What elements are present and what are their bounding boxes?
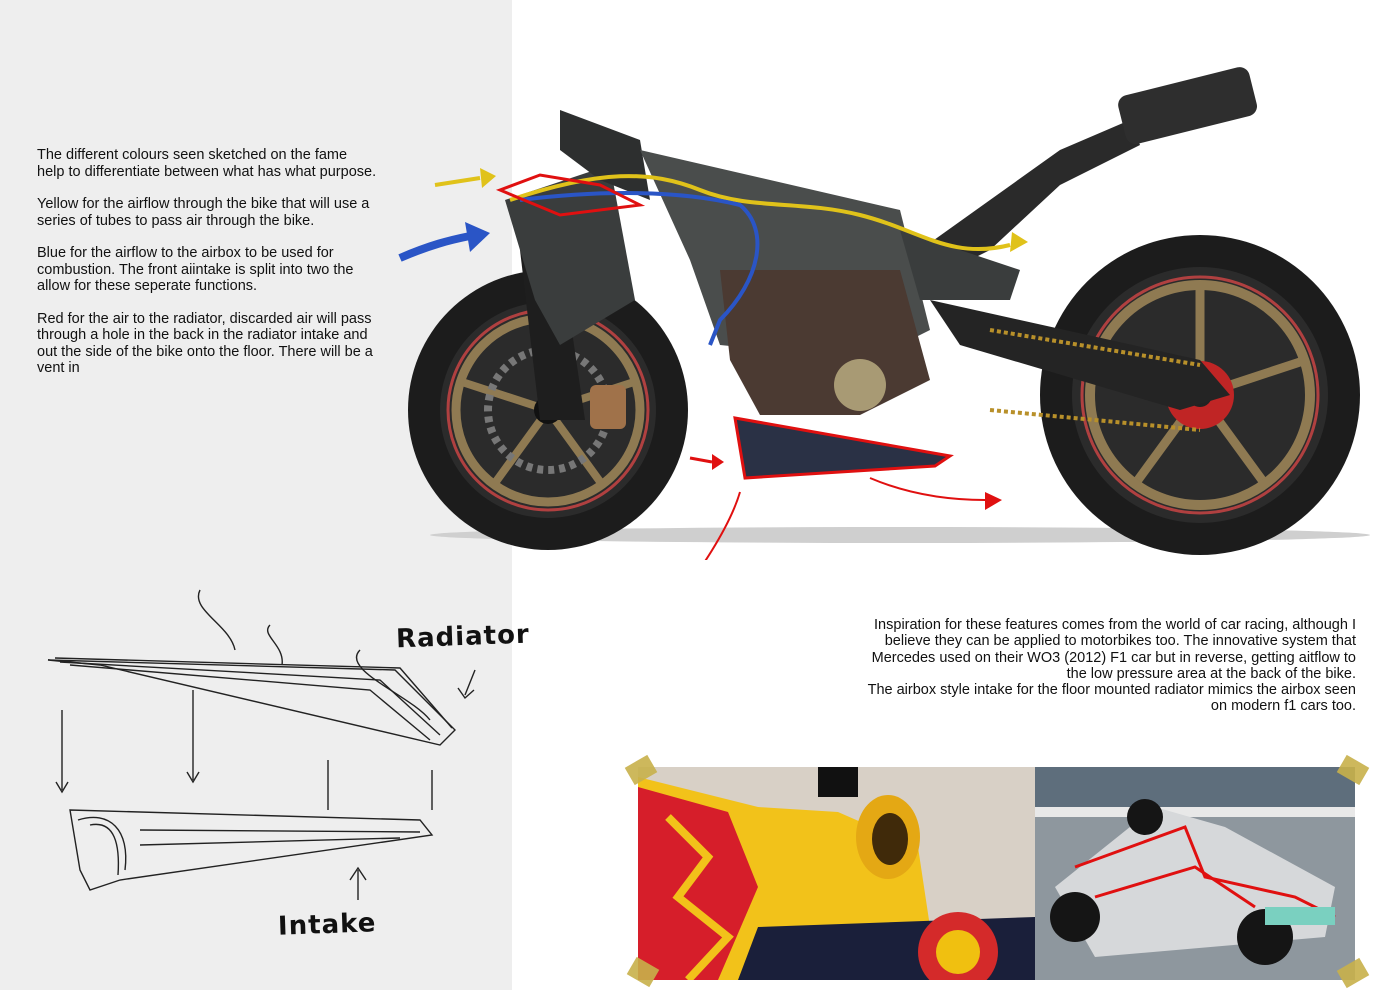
radiator-label: Radiator (395, 619, 531, 655)
inspiration-line: the low pressure area at the back of the… (1066, 665, 1356, 682)
redbull-f1-photo (638, 767, 1035, 980)
note-blue: Blue for the airflow to the airbox to be… (37, 245, 354, 294)
inspiration-text: Inspiration for these features comes fro… (756, 617, 1356, 715)
inspiration-line: believe they can be applied to motorbike… (884, 633, 1356, 650)
note-red: Red for the air to the radiator, discard… (37, 310, 373, 377)
note-yellow: Yellow for the airflow through the bike … (37, 196, 370, 229)
left-panel (0, 0, 512, 990)
inspiration-line: The airbox style intake for the floor mo… (867, 682, 1356, 699)
motorbike-illustration (398, 67, 1370, 560)
inspiration-line: Mercedes used on their WO3 (2012) F1 car… (871, 649, 1356, 666)
description-notes: The different colours seen sketched on t… (37, 147, 377, 393)
note-colours: The different colours seen sketched on t… (37, 147, 377, 180)
inspiration-line: Inspiration for these features comes fro… (874, 617, 1356, 633)
radiator-intake-sketch (47, 589, 476, 900)
inspiration-line: on modern f1 cars too. (1210, 698, 1356, 715)
mercedes-f1-photo (1035, 767, 1355, 980)
intake-label: Intake (277, 908, 377, 942)
